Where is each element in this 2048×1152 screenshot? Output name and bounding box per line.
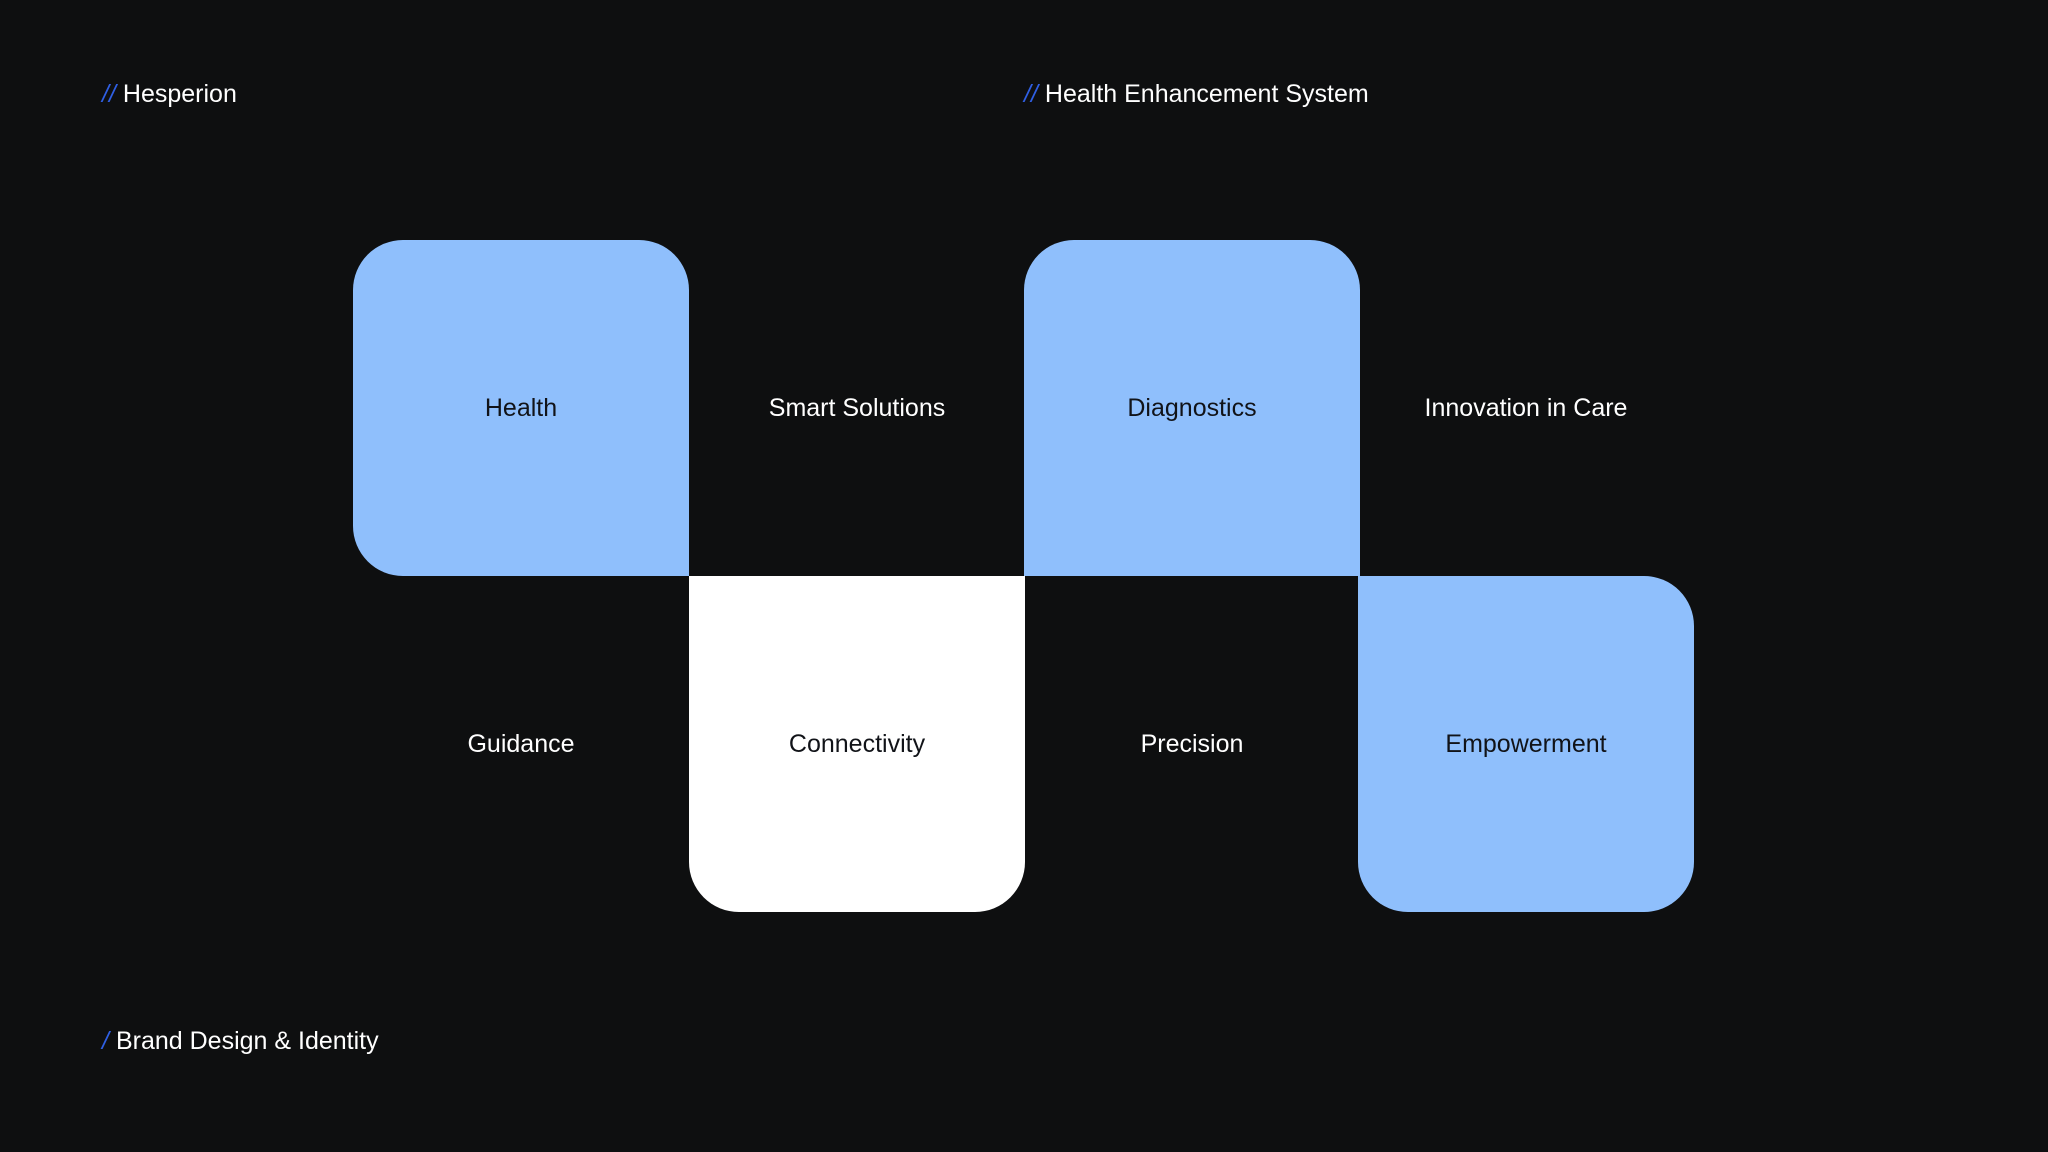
tile-precision: Precision — [1024, 576, 1360, 912]
system-name: Health Enhancement System — [1044, 80, 1369, 108]
footer-label: /Brand Design & Identity — [102, 1029, 379, 1054]
tile-innovation-in-care: Innovation in Care — [1358, 240, 1694, 576]
tile-smart-solutions-label: Smart Solutions — [768, 393, 946, 422]
tile-empowerment-label: Empowerment — [1445, 729, 1607, 758]
brand-slash: // — [102, 80, 116, 108]
tile-health: Health — [353, 240, 689, 576]
brand-name: Hesperion — [122, 80, 237, 108]
tile-connectivity-label: Connectivity — [788, 729, 926, 758]
tile-connectivity: Connectivity — [689, 576, 1025, 912]
tile-guidance: Guidance — [353, 576, 689, 912]
footer-text: Brand Design & Identity — [115, 1027, 379, 1055]
system-slash: // — [1024, 80, 1038, 108]
tile-empowerment: Empowerment — [1358, 576, 1694, 912]
brand-label: //Hesperion — [102, 82, 237, 107]
tile-guidance-label: Guidance — [467, 729, 575, 758]
tile-innovation-in-care-label: Innovation in Care — [1424, 393, 1628, 422]
tile-diagnostics: Diagnostics — [1024, 240, 1360, 576]
tile-smart-solutions: Smart Solutions — [689, 240, 1025, 576]
footer-slash: / — [102, 1027, 109, 1055]
tile-health-label: Health — [484, 393, 558, 422]
tile-precision-label: Precision — [1140, 729, 1244, 758]
system-label: //Health Enhancement System — [1024, 82, 1369, 107]
tile-diagnostics-label: Diagnostics — [1127, 393, 1257, 422]
